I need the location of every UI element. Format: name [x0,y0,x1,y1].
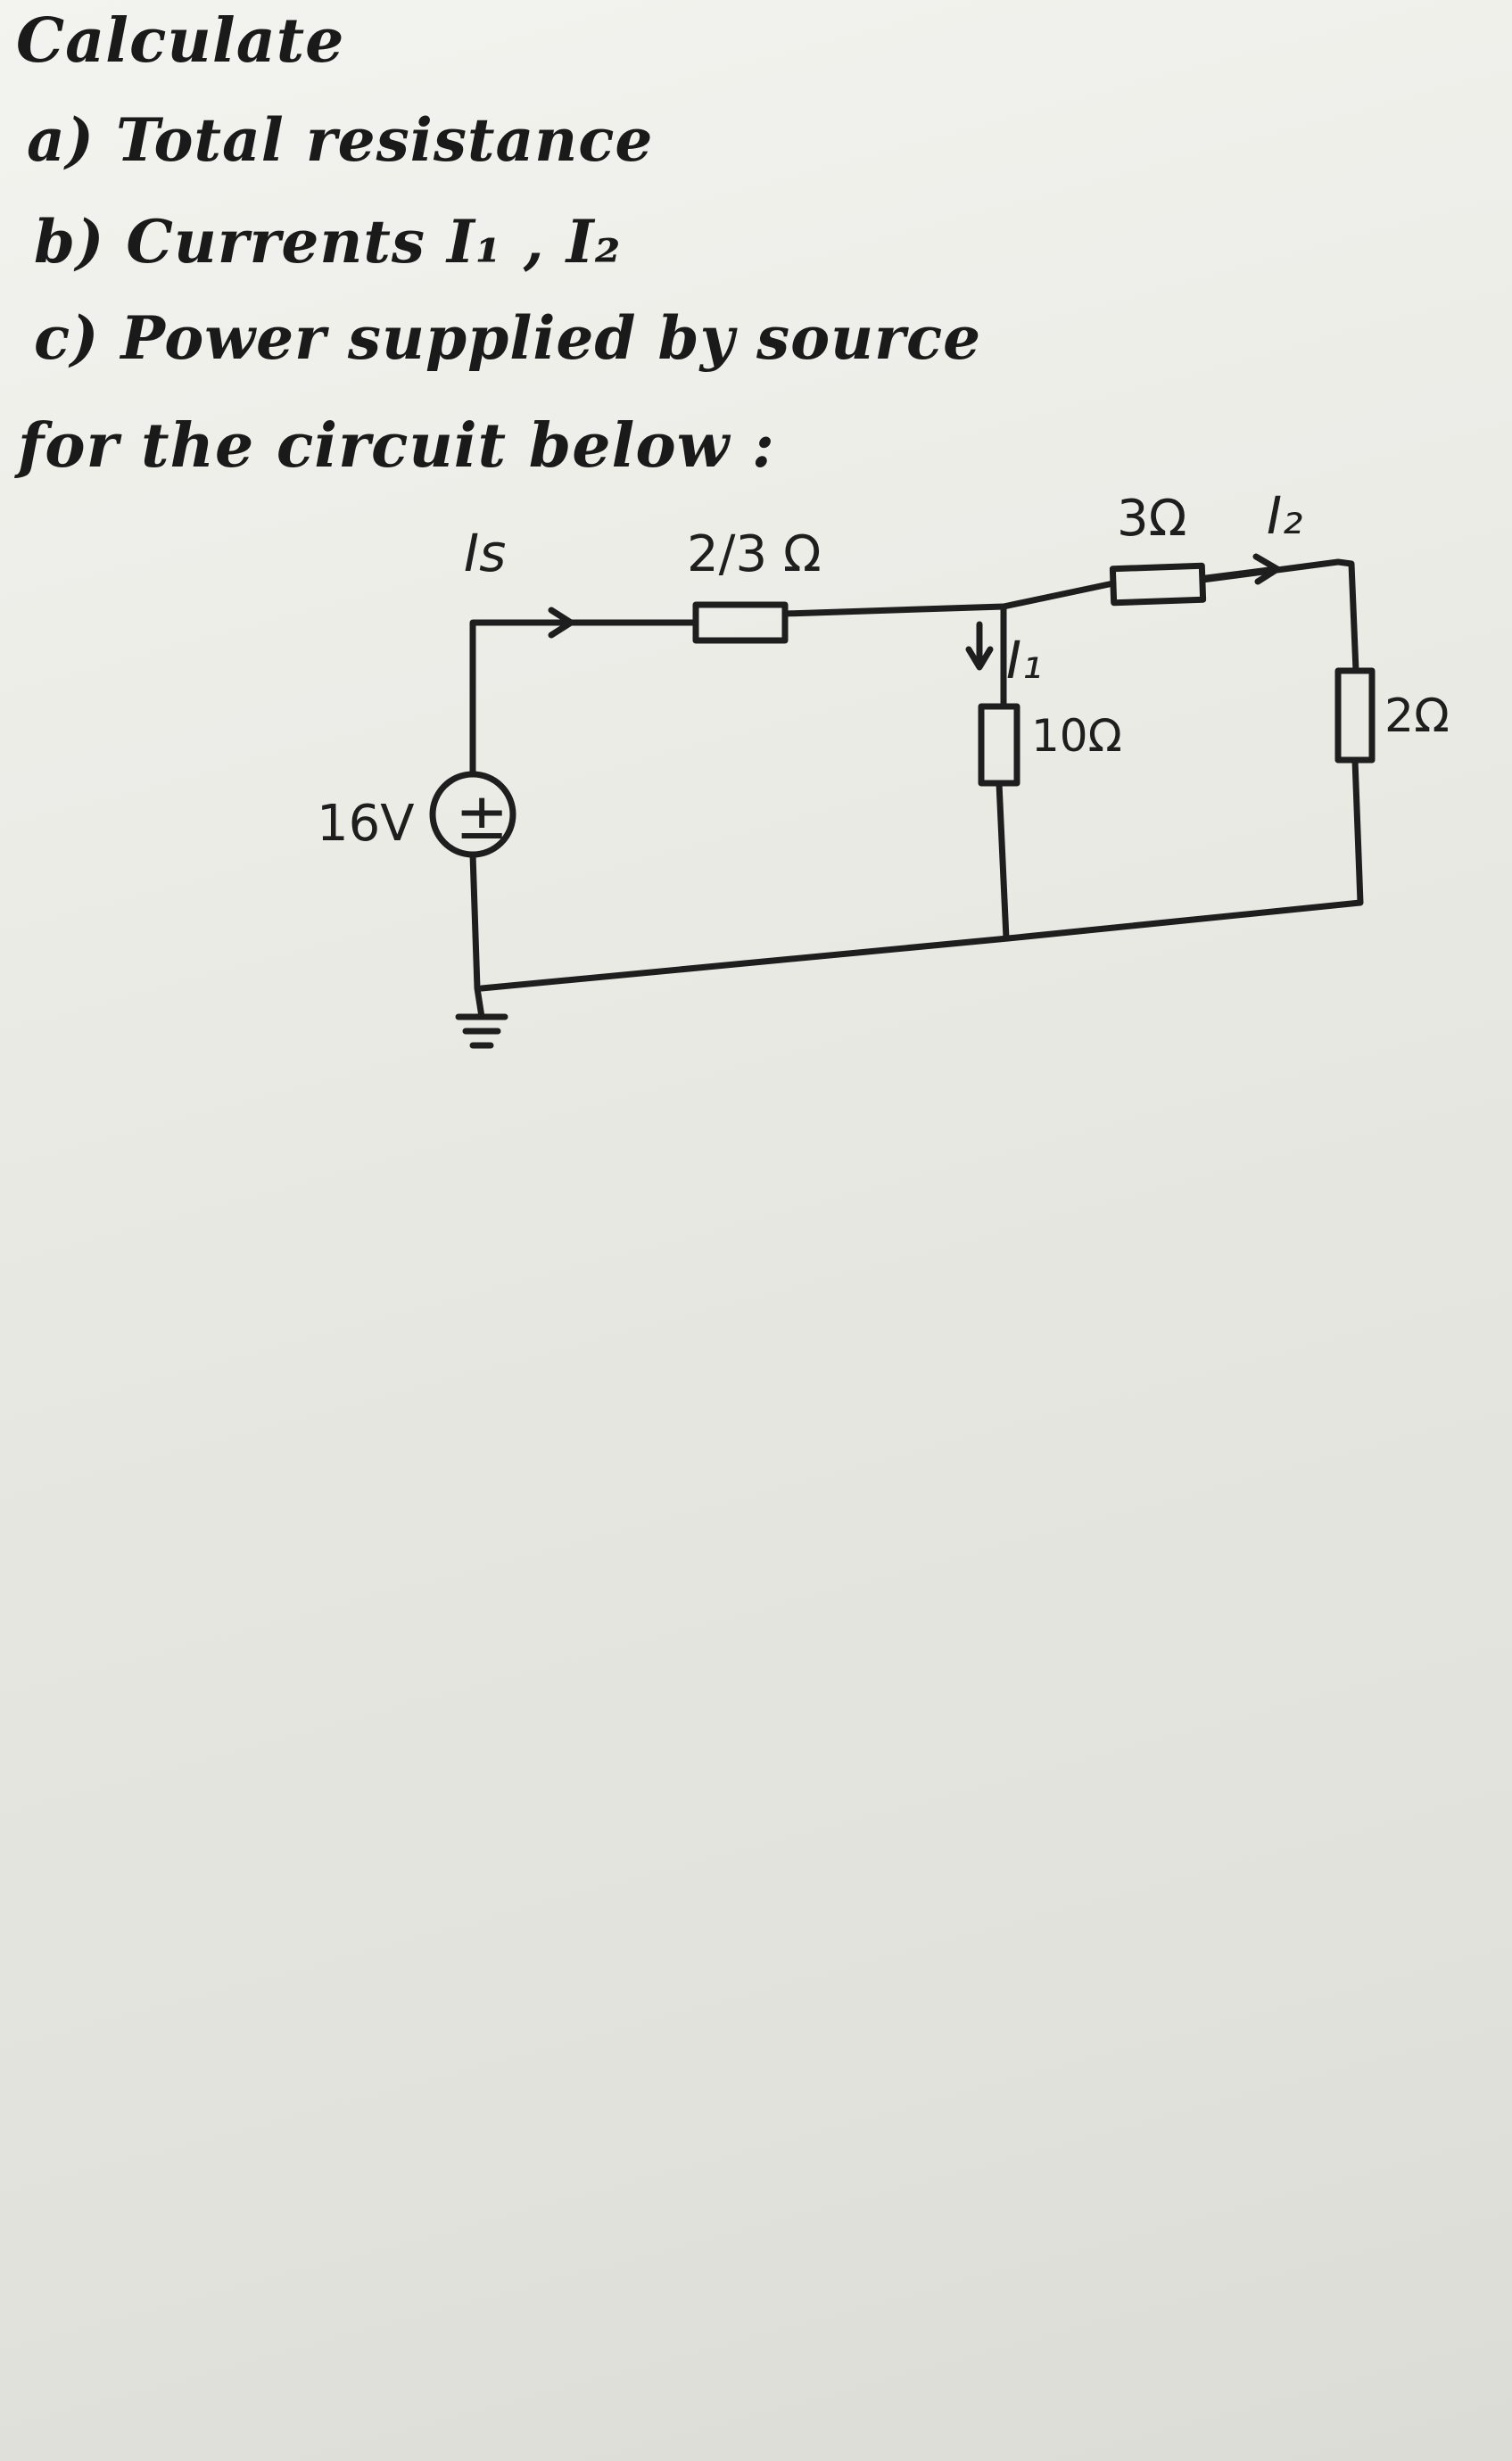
label-r-3ohm: 3Ω [1117,490,1186,548]
label-16v: 16V [317,795,415,853]
voltage-source [429,771,516,858]
arrow-is-head [548,607,574,639]
question-b: b) Currents I₁ , I₂ [34,207,622,277]
resistor-10ohm [978,703,1020,787]
label-r-series: 2/3 Ω [687,525,822,583]
wire-bottom [478,935,1012,992]
wire-right-bottom [1004,756,1364,942]
resistor-series-2-3 [692,601,789,644]
label-is: Is [464,523,506,583]
heading-calculate: Calculate [16,5,345,77]
label-i1: I₁ [1006,630,1042,690]
question-a: a) Total resistance [27,105,654,175]
arrow-i1-head [965,646,994,671]
source-sign: ± [455,779,508,854]
wire-node-to-3ohm [1000,580,1117,610]
question-footer: for the circuit below : [18,410,776,482]
wire-middle-bottom [996,780,1010,942]
wire-to-node [781,603,1007,617]
label-r-10ohm: 10Ω [1031,710,1122,762]
label-i2: I₂ [1267,485,1302,546]
resistor-3ohm [1109,562,1207,607]
resistor-2ohm [1334,667,1376,764]
wire-source-ground [469,851,485,1020]
wire-left-top [469,619,699,778]
label-r-2ohm: 2Ω [1384,690,1450,743]
arrow-i2 [1202,566,1279,582]
question-c: c) Power supplied by source [34,303,982,373]
arrow-i2-head [1252,553,1281,585]
